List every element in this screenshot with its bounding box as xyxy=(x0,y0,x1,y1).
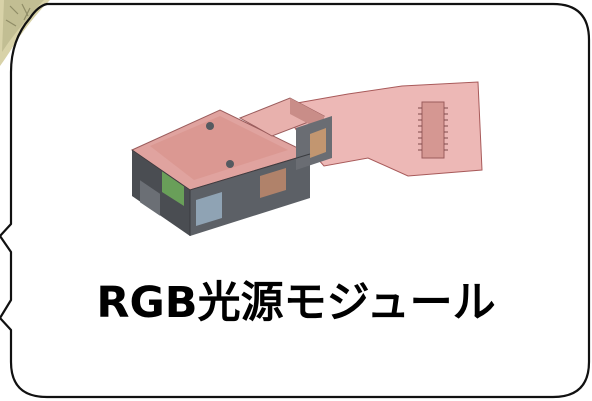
map-fragment xyxy=(0,0,50,66)
module-housing xyxy=(130,97,332,236)
module-caption: RGB光源モジュール xyxy=(96,278,496,328)
rgb-light-source-module-illustration xyxy=(130,81,483,236)
